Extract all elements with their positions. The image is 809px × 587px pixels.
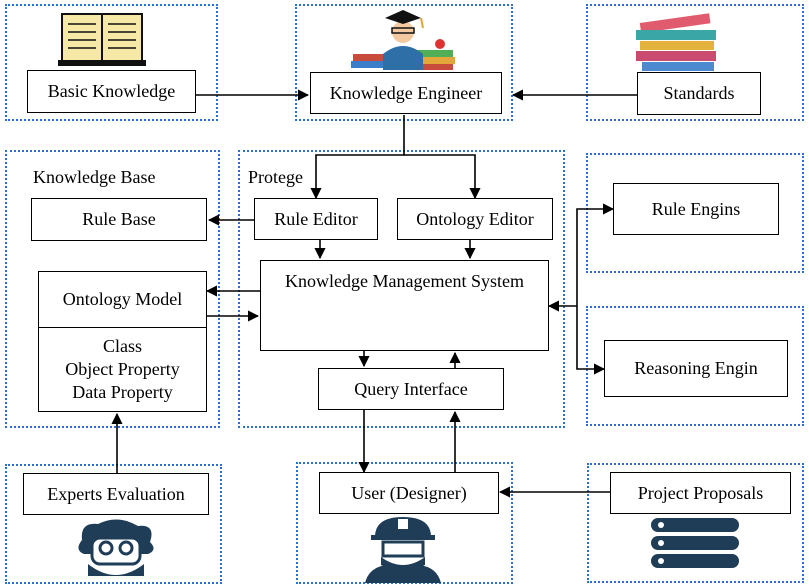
arrow-engineer-to-rule-editor	[310, 115, 405, 200]
open-book-icon	[58, 13, 146, 66]
server-icon	[651, 518, 739, 568]
reasoning-engin-box: Reasoning Engin	[604, 340, 788, 397]
experts-evaluation-box: Experts Evaluation	[23, 473, 209, 515]
scientist-icon	[78, 519, 154, 576]
panel-experts-evaluation	[5, 464, 222, 584]
standards-box: Standards	[637, 72, 761, 115]
panel-knowledge-base	[5, 150, 220, 428]
user-designer-box: User (Designer)	[319, 472, 499, 514]
graduate-books-icon	[351, 10, 455, 70]
book-stack-icon	[636, 13, 716, 71]
knowledge-engineer-box: Knowledge Engineer	[310, 72, 502, 114]
kms-label: Knowledge Management System	[285, 271, 524, 291]
ontology-model-box: Ontology Model	[38, 271, 207, 328]
arrow-to-reasoning-engin	[576, 306, 606, 375]
panel-project-proposals	[587, 463, 804, 583]
panel-protege	[238, 150, 565, 428]
ontology-item-class: Class	[102, 336, 142, 356]
arrow-to-rule-engins	[576, 203, 615, 306]
ontology-item-object-property: Object Property	[65, 359, 180, 379]
panel-rule-engins	[586, 153, 804, 273]
rule-base-box: Rule Base	[31, 198, 207, 241]
panel-standards	[586, 4, 804, 121]
panel-reasoning-engin	[586, 306, 804, 426]
ontology-editor-box: Ontology Editor	[397, 198, 553, 240]
project-proposals-box: Project Proposals	[610, 472, 791, 514]
protege-title: Protege	[248, 167, 303, 187]
kms-box: Knowledge Management System	[260, 260, 549, 351]
engineer-icon	[365, 517, 441, 583]
ontology-items-box: Class Object Property Data Property	[38, 327, 207, 412]
panel-basic-knowledge	[5, 4, 218, 121]
rule-editor-box: Rule Editor	[254, 198, 378, 240]
basic-knowledge-box: Basic Knowledge	[27, 70, 196, 113]
knowledge-base-title: Knowledge Base	[33, 167, 156, 187]
arrow-engineer-to-ontology-editor	[404, 154, 481, 200]
rule-engins-box: Rule Engins	[613, 183, 779, 235]
ontology-item-data-property: Data Property	[72, 382, 173, 402]
query-interface-box: Query Interface	[318, 368, 504, 410]
